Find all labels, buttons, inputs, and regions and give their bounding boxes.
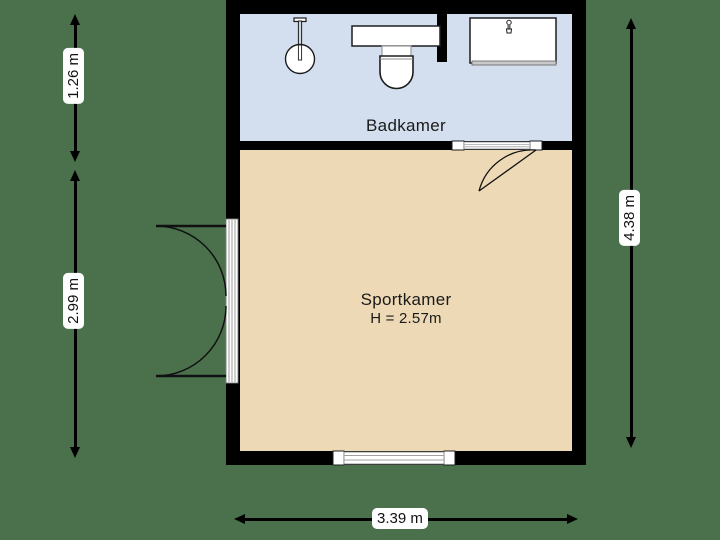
room-label-sportkamer: Sportkamer H = 2.57m xyxy=(240,289,572,329)
dimension-right-total: 4.38 m xyxy=(619,18,644,448)
wall-east xyxy=(572,0,586,465)
wall-partition-toilet xyxy=(437,14,447,62)
dimension-left-top: 1.26 m xyxy=(63,14,88,162)
room-height-sportkamer: H = 2.57m xyxy=(370,310,442,328)
room-name-sportkamer: Sportkamer xyxy=(360,290,452,309)
dimension-value-left-bottom: 2.99 m xyxy=(63,273,84,329)
dimension-value-bottom-total: 3.39 m xyxy=(372,508,428,529)
double-door[interactable] xyxy=(140,212,244,390)
wall-north xyxy=(226,0,586,14)
wall-interior-divider xyxy=(240,141,572,150)
dimension-bottom-total: 3.39 m xyxy=(234,508,578,532)
dimension-value-right-total: 4.38 m xyxy=(619,190,640,246)
arrow-down-icon xyxy=(626,437,637,448)
swing-door[interactable] xyxy=(451,140,552,203)
room-fill-sportkamer xyxy=(240,148,572,451)
sink-icon xyxy=(469,17,559,71)
arrow-right-icon xyxy=(567,514,578,525)
shower-icon xyxy=(282,17,318,76)
arrow-up-icon xyxy=(70,14,81,25)
arrow-left-icon xyxy=(234,514,245,525)
arrow-down-icon xyxy=(70,151,81,162)
dimension-value-left-top: 1.26 m xyxy=(63,48,84,104)
arrow-up-icon xyxy=(626,18,637,29)
arrow-down-icon xyxy=(70,447,81,458)
arrow-up-icon xyxy=(70,170,81,181)
dimension-left-bottom: 2.99 m xyxy=(63,170,88,458)
window xyxy=(332,450,456,466)
room-label-badkamer: Badkamer xyxy=(240,115,572,136)
toilet-icon xyxy=(351,14,444,90)
room-name-badkamer: Badkamer xyxy=(366,116,446,135)
